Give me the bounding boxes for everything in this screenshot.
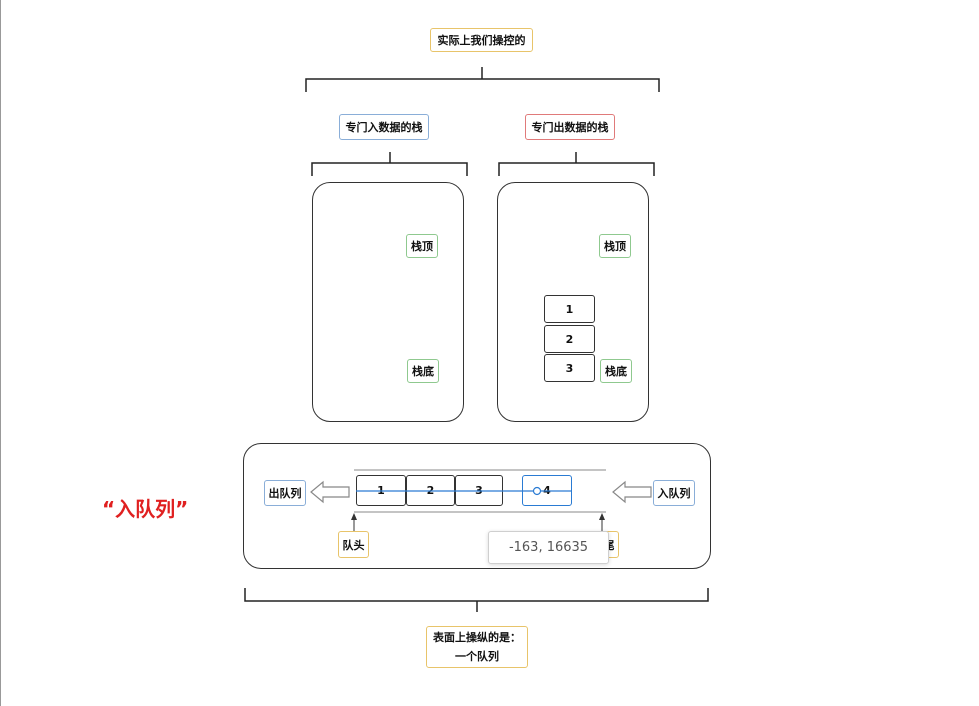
head-label: 队头: [338, 531, 369, 558]
headline: “入队列”: [102, 497, 189, 521]
coordinate-tooltip: -163, 16635: [488, 531, 609, 564]
top-label: 实际上我们操控的: [430, 28, 533, 52]
stack-out-item: 1: [544, 295, 595, 323]
bottom-label-line2: 一个队列: [455, 650, 499, 663]
stack-in-bottom-label: 栈底: [407, 359, 439, 383]
queue-cell-selected[interactable]: 4: [522, 475, 572, 506]
stack-in-title: 专门入数据的栈: [339, 114, 429, 140]
stack-out-top-label: 栈顶: [599, 234, 631, 258]
stack-in-panel: [312, 182, 464, 422]
queue-cell: 3: [455, 475, 503, 506]
queue-cell: 2: [406, 475, 455, 506]
stack-in-top-label: 栈顶: [406, 234, 438, 258]
queue-cell: 1: [356, 475, 406, 506]
enqueue-label: 入队列: [653, 480, 695, 506]
stack-out-item: 2: [544, 325, 595, 353]
stack-out-bottom-label: 栈底: [600, 359, 632, 383]
dequeue-label: 出队列: [264, 480, 306, 506]
stack-out-title: 专门出数据的栈: [525, 114, 615, 140]
stack-out-item: 3: [544, 354, 595, 382]
bottom-label: 表面上操纵的是： 一个队列: [426, 626, 528, 668]
queue-panel: [243, 443, 711, 569]
bottom-label-line1: 表面上操纵的是：: [433, 631, 521, 644]
